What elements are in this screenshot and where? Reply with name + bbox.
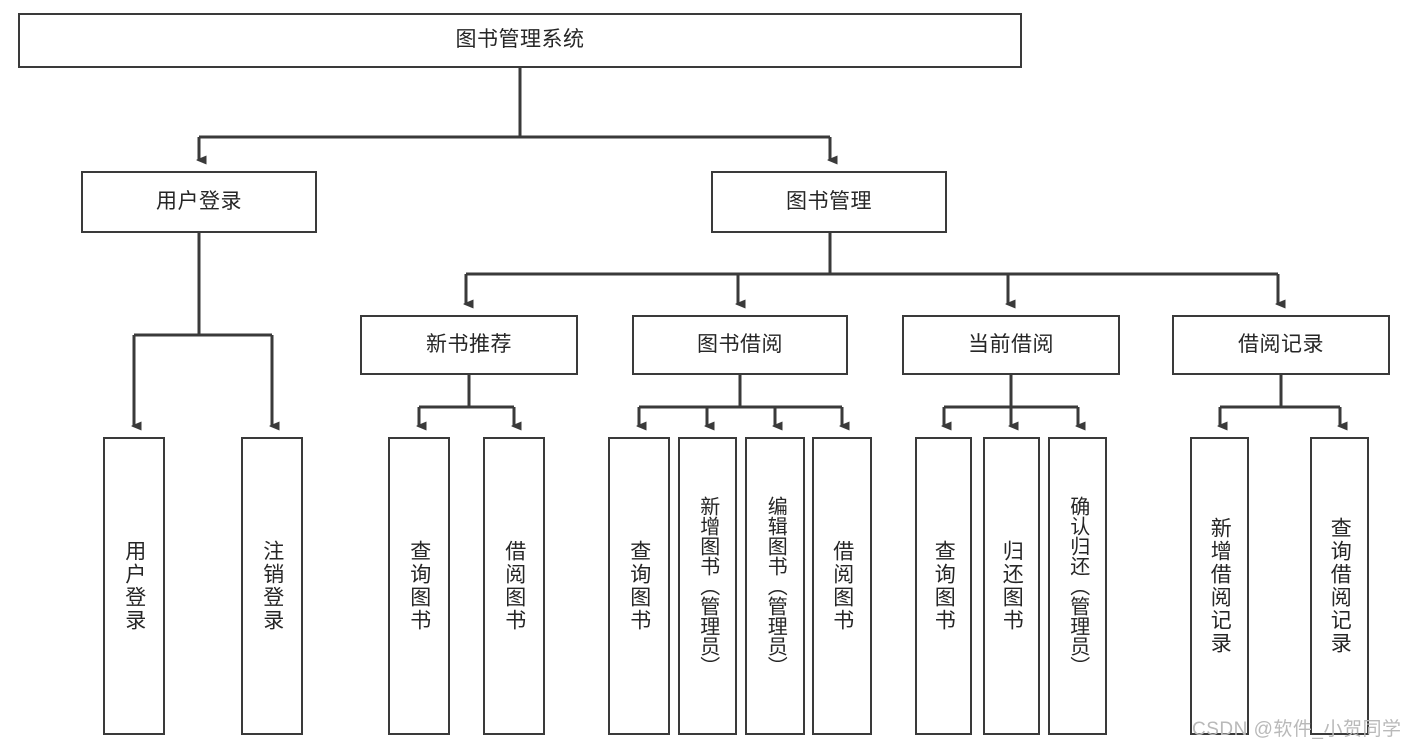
node-leaf-logout-login[interactable]: 注销登录: [241, 437, 303, 735]
node-book-manage[interactable]: 图书管理: [711, 171, 947, 233]
node-label-leaf-query-book-1: 查询图书: [407, 540, 431, 632]
node-leaf-add-book-admin[interactable]: 新增图书（管理员）: [678, 437, 737, 735]
node-current-borrow[interactable]: 当前借阅: [902, 315, 1120, 375]
node-user-login[interactable]: 用户登录: [81, 171, 317, 233]
node-label-book-borrow: 图书借阅: [697, 332, 783, 356]
node-leaf-borrow-book-1[interactable]: 借阅图书: [483, 437, 545, 735]
node-label-leaf-logout-login: 注销登录: [260, 540, 284, 632]
node-label-leaf-edit-book-admin: 编辑图书（管理员）: [764, 496, 787, 676]
node-label-leaf-user-login: 用户登录: [122, 540, 146, 632]
node-new-book-recommend[interactable]: 新书推荐: [360, 315, 578, 375]
node-leaf-query-book-3[interactable]: 查询图书: [915, 437, 972, 735]
node-label-leaf-add-book-admin: 新增图书（管理员）: [696, 496, 719, 676]
node-label-new-book-recommend: 新书推荐: [426, 332, 512, 356]
node-label-leaf-borrow-book-2: 借阅图书: [830, 540, 854, 632]
node-label-leaf-query-borrow-record: 查询借阅记录: [1328, 517, 1352, 655]
node-root[interactable]: 图书管理系统: [18, 13, 1022, 68]
node-leaf-return-book[interactable]: 归还图书: [983, 437, 1040, 735]
node-label-leaf-query-book-2: 查询图书: [627, 540, 651, 632]
node-label-leaf-return-book: 归还图书: [1000, 540, 1024, 632]
node-leaf-borrow-book-2[interactable]: 借阅图书: [812, 437, 872, 735]
node-leaf-query-book-1[interactable]: 查询图书: [388, 437, 450, 735]
node-book-borrow[interactable]: 图书借阅: [632, 315, 848, 375]
node-borrow-record[interactable]: 借阅记录: [1172, 315, 1390, 375]
node-leaf-query-borrow-record[interactable]: 查询借阅记录: [1310, 437, 1369, 735]
node-leaf-user-login[interactable]: 用户登录: [103, 437, 165, 735]
node-label-leaf-confirm-return-admin: 确认归还（管理员）: [1066, 496, 1089, 676]
node-label-leaf-borrow-book-1: 借阅图书: [502, 540, 526, 632]
node-label-book-manage: 图书管理: [786, 189, 872, 213]
node-label-leaf-query-book-3: 查询图书: [932, 540, 956, 632]
csdn-watermark: CSDN @软件_小贺同学: [1192, 719, 1402, 740]
node-label-leaf-add-borrow-record: 新增借阅记录: [1208, 517, 1232, 655]
node-leaf-confirm-return-admin[interactable]: 确认归还（管理员）: [1048, 437, 1107, 735]
node-leaf-add-borrow-record[interactable]: 新增借阅记录: [1190, 437, 1249, 735]
node-leaf-query-book-2[interactable]: 查询图书: [608, 437, 670, 735]
node-label-current-borrow: 当前借阅: [968, 332, 1054, 356]
node-label-borrow-record: 借阅记录: [1238, 332, 1324, 356]
node-label-user-login: 用户登录: [156, 189, 242, 213]
node-leaf-edit-book-admin[interactable]: 编辑图书（管理员）: [745, 437, 805, 735]
node-label-root: 图书管理系统: [455, 28, 585, 52]
